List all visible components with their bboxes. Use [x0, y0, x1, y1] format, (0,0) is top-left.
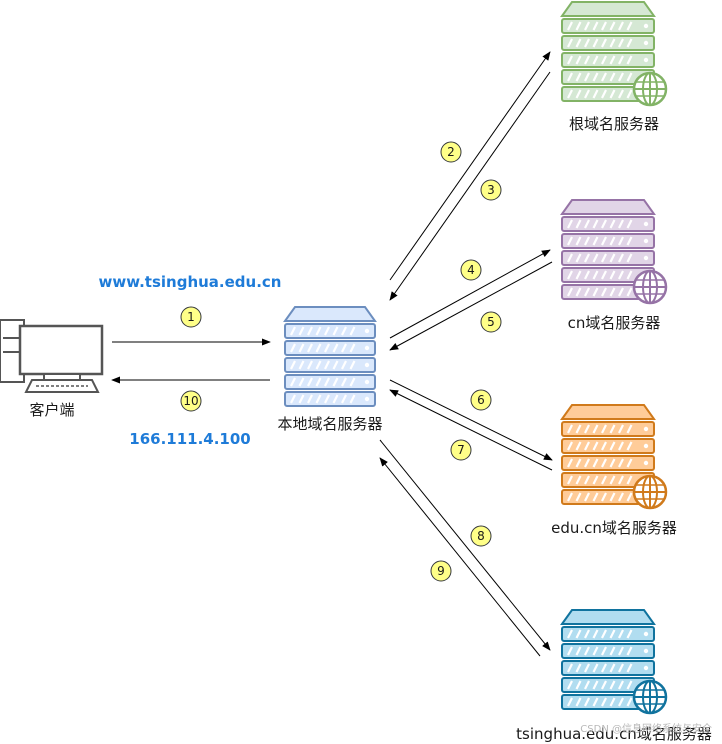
local-server-label: 本地域名服务器 [277, 415, 382, 433]
arrow-4 [389, 249, 551, 339]
tsinghua-server-label: tsinghua.edu.cn域名服务器 [516, 725, 712, 743]
tsinghua-server-icon [560, 609, 668, 715]
step-number: 9 [437, 564, 445, 578]
client-computer-icon [0, 319, 104, 393]
step-badge-7: 7 [450, 439, 472, 461]
step-number: 10 [183, 394, 198, 408]
arrow-3 [389, 71, 551, 301]
step-badge-5: 5 [480, 311, 502, 333]
step-number: 4 [467, 263, 475, 277]
step-badge-6: 6 [470, 389, 492, 411]
root-server-label: 根域名服务器 [569, 115, 659, 133]
step-badge-4: 4 [460, 259, 482, 281]
educn-server-icon [560, 404, 668, 510]
step-badge-2: 2 [440, 141, 462, 163]
arrow-7 [389, 389, 553, 471]
step-badge-1: 1 [180, 306, 202, 328]
arrow-6 [389, 379, 553, 461]
cn-server-icon [560, 199, 668, 305]
step-number: 2 [447, 145, 455, 159]
step-number: 3 [487, 183, 495, 197]
local-server-icon [283, 306, 377, 407]
arrow-5 [389, 261, 553, 351]
client-label: 客户端 [29, 401, 74, 419]
arrows [111, 51, 553, 657]
step-badge-8: 8 [470, 525, 492, 547]
query-domain: www.tsinghua.edu.cn [98, 273, 281, 291]
step-badge-3: 3 [480, 179, 502, 201]
arrow-2 [389, 51, 551, 281]
step-number: 6 [477, 393, 485, 407]
step-badge-10: 10 [180, 390, 202, 412]
step-number: 1 [187, 310, 195, 324]
step-badge-9: 9 [430, 560, 452, 582]
step-number: 5 [487, 315, 495, 329]
arrow-9 [379, 457, 541, 657]
educn-server-label: edu.cn域名服务器 [551, 519, 677, 537]
step-badges: 1 2 3 4 5 6 7 8 9 10 [180, 141, 502, 582]
root-server-icon [560, 0, 668, 107]
arrow-8 [379, 439, 551, 651]
answer-ip: 166.111.4.100 [129, 430, 250, 448]
cn-server-label: cn域名服务器 [568, 314, 661, 332]
watermark: CSDN @信息网络系统与安全 [580, 722, 712, 735]
step-number: 8 [477, 529, 485, 543]
step-number: 7 [457, 443, 465, 457]
